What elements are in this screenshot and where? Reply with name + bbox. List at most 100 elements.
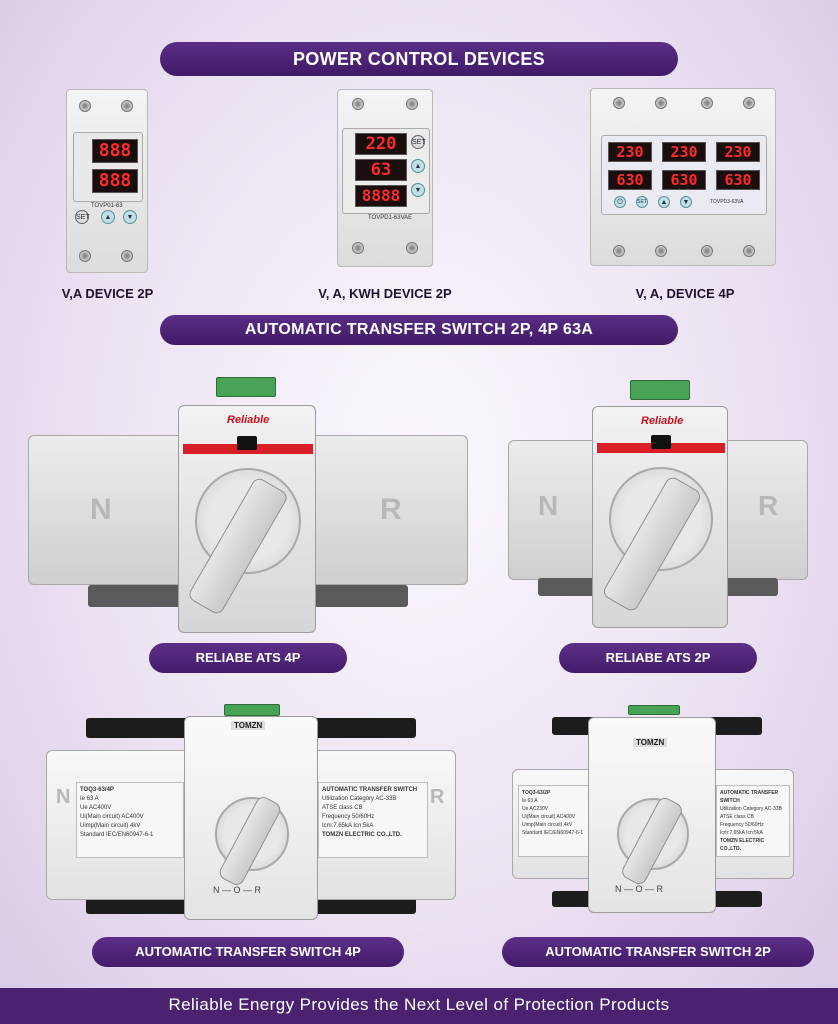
- model-label: TOQ3-63/2P: [522, 790, 551, 796]
- model-label: TOQ3-63/4P: [80, 787, 114, 793]
- current-display-l3: 630: [716, 170, 760, 190]
- right-source-letter: R: [380, 493, 402, 526]
- product-caption: RELIABE ATS 4P: [149, 643, 347, 673]
- model-label: TOVPD1-63VAE: [368, 215, 413, 221]
- section-banner-power-control: POWER CONTROL DEVICES: [160, 42, 678, 76]
- spec-line: Standard IEC/EN60947-6-1: [522, 830, 584, 836]
- section-title: POWER CONTROL DEVICES: [293, 49, 545, 69]
- ats-switch-module: TOMZN N — O — R: [588, 717, 716, 913]
- reliable-ats-2p: N R Reliable: [508, 378, 808, 628]
- spec-line: Ie 63 A: [80, 796, 99, 802]
- spec-line: TOMZN ELECTRIC CO.,LTD.: [720, 838, 765, 852]
- down-button[interactable]: ▼: [680, 196, 692, 208]
- screw: [655, 97, 667, 109]
- screw: [743, 245, 755, 257]
- right-source-letter: R: [430, 786, 445, 808]
- spec-label-left: TOQ3-63/4P Ie 63 A Ue AC400V Ui(Main cir…: [76, 782, 184, 858]
- current-display-l1: 630: [608, 170, 652, 190]
- screw: [701, 97, 713, 109]
- spec-line: Utilization Category AC-33B: [322, 796, 397, 802]
- control-terminal-block: [628, 705, 680, 715]
- footer-tagline: Reliable Energy Provides the Next Level …: [168, 995, 670, 1014]
- spec-line: Utilization Category AC-33B: [720, 806, 782, 812]
- energy-display: 8888: [355, 185, 407, 207]
- screw: [701, 245, 713, 257]
- tomzn-ats-2p: TOQ3-63/2P Ie 63 A Ue AC230V Ui(Main cir…: [512, 705, 794, 919]
- model-label: TOVP01-63: [91, 203, 123, 209]
- set-button[interactable]: SET: [75, 210, 90, 224]
- power-button[interactable]: ⏻: [614, 196, 626, 208]
- spec-line: Ue AC400V: [80, 805, 112, 811]
- left-source-letter: N: [56, 786, 71, 808]
- right-source-letter: R: [758, 490, 779, 521]
- spec-line: Frequency 50/60Hz: [322, 814, 375, 820]
- voltage-display-l3: 230: [716, 142, 760, 162]
- screw: [743, 97, 755, 109]
- brand-logo: Reliable: [227, 414, 270, 426]
- control-terminal-block: [630, 380, 690, 400]
- mode-switch[interactable]: [237, 436, 257, 450]
- spec-line: AUTOMATIC TRANSFER SWITCH: [322, 787, 418, 793]
- screw: [406, 98, 418, 110]
- control-terminal-block: [224, 704, 280, 716]
- spec-line: ATSE class CB: [720, 814, 754, 820]
- up-button[interactable]: ▲: [411, 159, 425, 173]
- device-caption: V, A, KWH DEVICE 2P: [318, 286, 452, 301]
- set-button[interactable]: SET: [411, 135, 426, 149]
- ats-switch-module: Reliable: [178, 405, 316, 633]
- current-display-l2: 630: [662, 170, 706, 190]
- screw: [79, 250, 91, 262]
- down-button[interactable]: ▼: [123, 210, 137, 224]
- product-caption: RELIABE ATS 2P: [559, 643, 757, 673]
- left-source-letter: N: [538, 490, 559, 521]
- voltage-display-l2: 230: [662, 142, 706, 162]
- model-label: TOVPD3-63VA: [710, 199, 744, 205]
- spec-line: Frequency 50/60Hz: [720, 822, 764, 828]
- ats-switch-module: Reliable: [592, 406, 728, 628]
- screw: [121, 100, 133, 112]
- voltage-display: 888: [92, 139, 138, 163]
- spec-label-left: TOQ3-63/2P Ie 63 A Ue AC230V Ui(Main cir…: [518, 785, 590, 857]
- set-button[interactable]: SET: [636, 196, 648, 208]
- mode-switch[interactable]: [651, 435, 671, 449]
- display-panel: 230 230 230 630 630 630 ⏻ SET ▲ ▼ TOVPD3…: [601, 135, 767, 215]
- control-terminal-block: [216, 377, 276, 397]
- screw: [406, 242, 418, 254]
- spec-line: Icm:7.65kA Icn:5kA: [322, 823, 374, 829]
- position-marks: N — O — R: [615, 884, 664, 894]
- spec-line: Ui(Main circuit) AC400V: [522, 814, 576, 820]
- section-title: AUTOMATIC TRANSFER SWITCH 2P, 4P 63A: [244, 321, 594, 338]
- device-va-4p: 230 230 230 630 630 630 ⏻ SET ▲ ▼ TOVPD3…: [590, 88, 776, 266]
- up-button[interactable]: ▲: [658, 196, 670, 208]
- device-caption: V,A DEVICE 2P: [61, 286, 154, 301]
- voltage-display-l1: 230: [608, 142, 652, 162]
- brand-logo: TOMZN: [633, 738, 668, 747]
- screw: [613, 245, 625, 257]
- spec-line: Uimp(Main circuit) 4kV: [80, 823, 141, 829]
- tomzn-ats-4p: N R TOQ3-63/4P Ie 63 A Ue AC400V Ui(Main…: [46, 700, 456, 925]
- spec-line: TOMZN ELECTRIC CO.,LTD.: [322, 832, 402, 838]
- footer-bar: Reliable Energy Provides the Next Level …: [0, 988, 838, 1024]
- spec-label-right: AUTOMATIC TRANSFER SWITCH Utilization Ca…: [716, 785, 790, 857]
- device-caption: V, A, DEVICE 4P: [635, 286, 735, 301]
- screw: [352, 242, 364, 254]
- down-button[interactable]: ▼: [411, 183, 425, 197]
- spec-line: AUTOMATIC TRANSFER SWITCH: [720, 790, 779, 804]
- product-caption: AUTOMATIC TRANSFER SWITCH 2P: [502, 937, 814, 967]
- current-display: 63: [355, 159, 407, 181]
- device-vakwh-2p: 220 63 8888 SET ▲ ▼ TOVPD1-63VAE: [337, 89, 433, 267]
- current-display: 888: [92, 169, 138, 193]
- brand-logo: TOMZN: [231, 721, 266, 730]
- spec-line: Ue AC230V: [522, 806, 549, 812]
- up-button[interactable]: ▲: [101, 210, 115, 224]
- screw: [655, 245, 667, 257]
- spec-line: ATSE class CB: [322, 805, 363, 811]
- voltage-display: 220: [355, 133, 407, 155]
- section-banner-ats: AUTOMATIC TRANSFER SWITCH 2P, 4P 63A: [160, 315, 678, 345]
- display-panel: 220 63 8888 SET ▲ ▼: [342, 128, 430, 214]
- screw: [79, 100, 91, 112]
- position-marks: N — O — R: [213, 885, 262, 895]
- spec-line: Ui(Main circuit) AC400V: [80, 814, 144, 820]
- left-source-letter: N: [90, 493, 112, 526]
- display-panel: 888 888: [73, 132, 143, 202]
